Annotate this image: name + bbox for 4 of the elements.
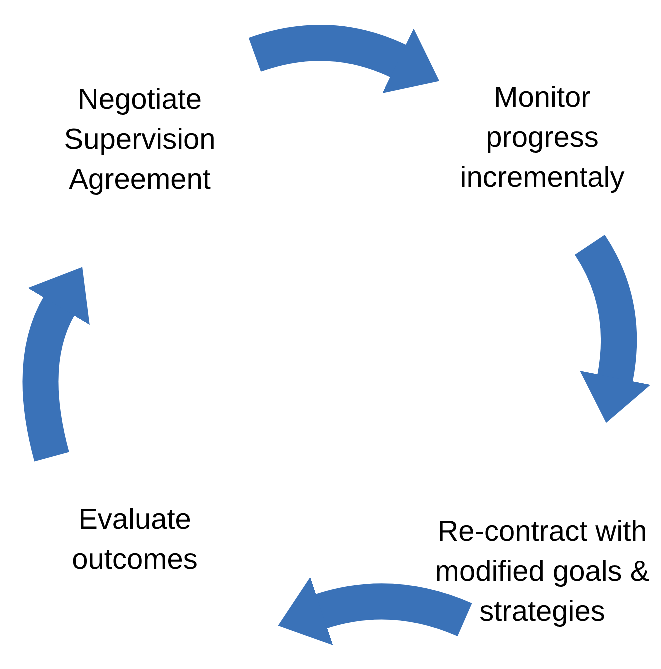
step-label: Evaluate outcomes <box>71 503 199 578</box>
step-label: Re-contract with modified goals & strategies <box>434 515 651 630</box>
step-label: Monitor progress incrementaly <box>459 81 626 196</box>
step-label: Negotiate Supervision Agreement <box>63 83 217 198</box>
